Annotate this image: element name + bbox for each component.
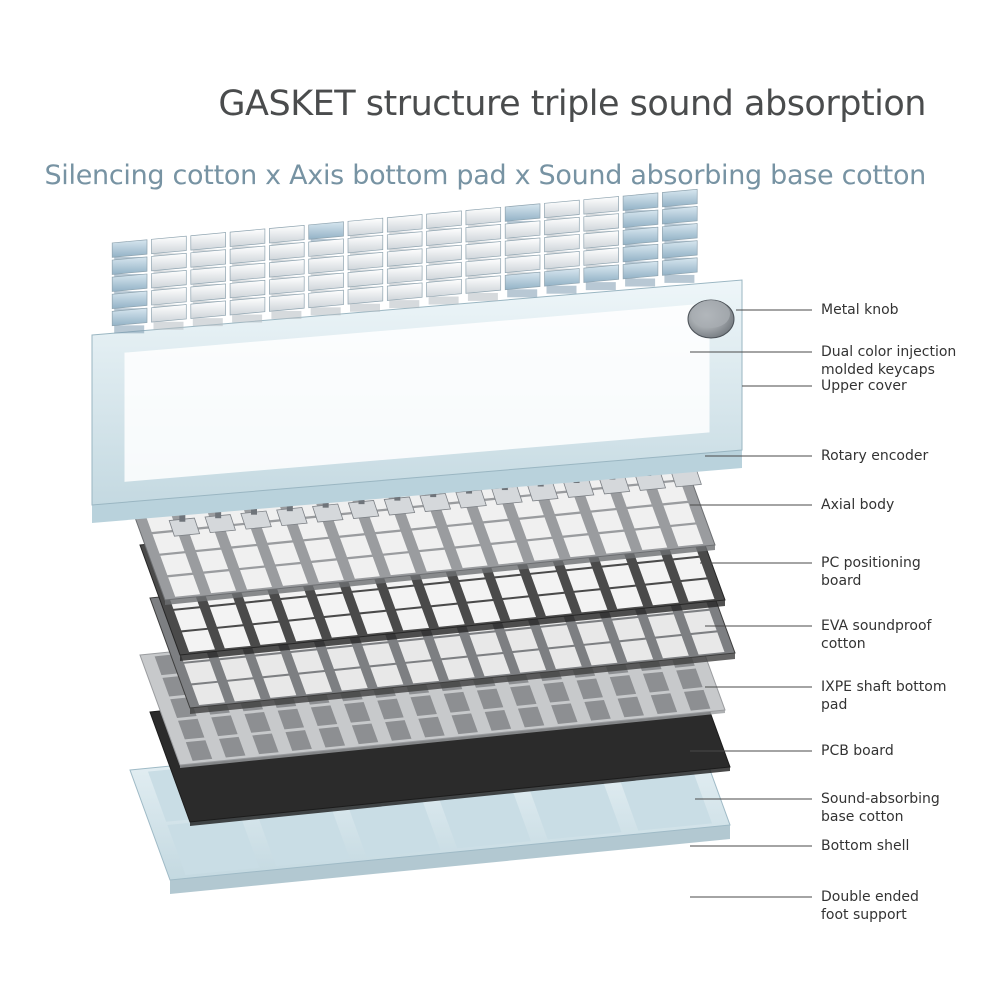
keycaps bbox=[111, 188, 698, 334]
component-label: Upper cover bbox=[821, 378, 907, 394]
component-label: Bottom shell bbox=[821, 838, 910, 854]
component-label: Axial body bbox=[821, 497, 895, 513]
component-label: Rotary encoder bbox=[821, 448, 929, 464]
component-label: Sound-absorbing base cotton bbox=[821, 791, 940, 825]
component-label: Dual color injection molded keycaps bbox=[821, 344, 957, 378]
component-label: Double ended foot support bbox=[821, 889, 919, 923]
component-label: PCB board bbox=[821, 743, 894, 759]
component-label: Metal knob bbox=[821, 302, 899, 318]
metal-knob-top bbox=[692, 300, 730, 328]
page-subtitle: Silencing cotton x Axis bottom pad x Sou… bbox=[44, 160, 926, 191]
upper-cover bbox=[91, 279, 743, 523]
page-title: GASKET structure triple sound absorption bbox=[218, 84, 926, 124]
component-label: PC positioning board bbox=[821, 555, 921, 589]
component-label: IXPE shaft bottom pad bbox=[821, 679, 947, 713]
component-label: EVA soundproof cotton bbox=[821, 618, 932, 652]
